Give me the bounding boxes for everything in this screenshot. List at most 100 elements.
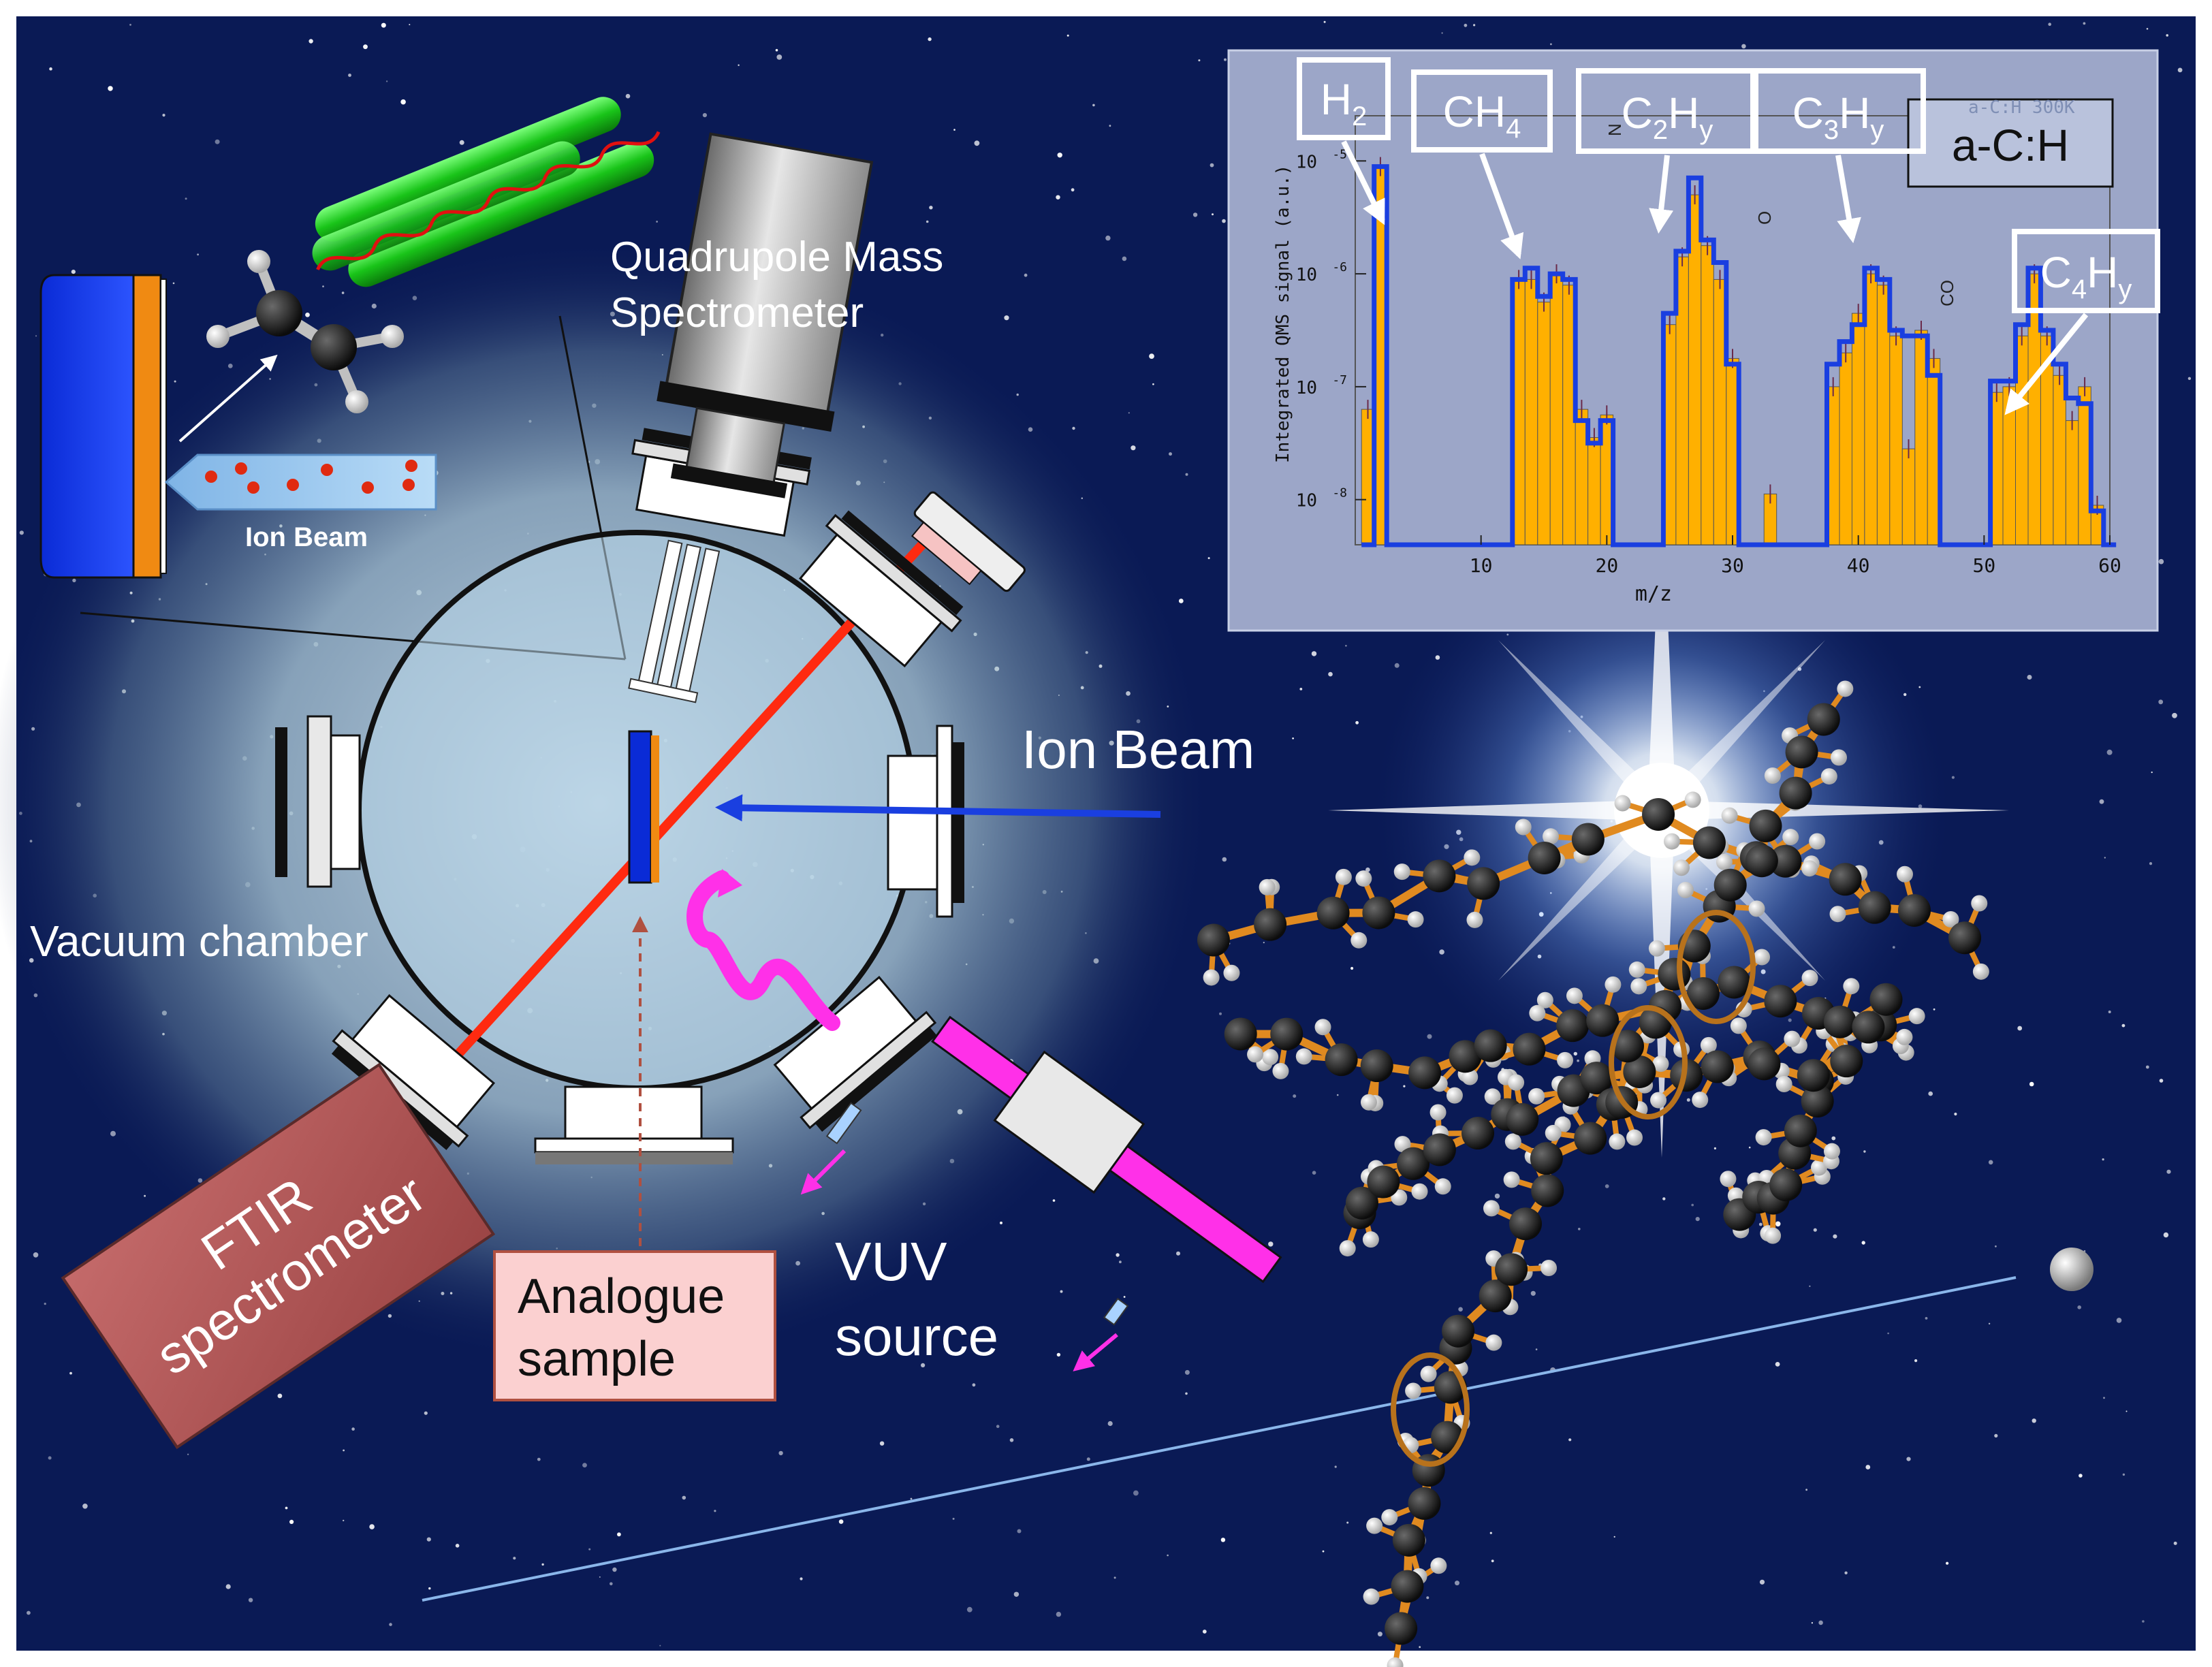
star [69,1371,72,1375]
star [2017,1026,2023,1031]
callout-arrow [1649,155,1674,234]
y-tick-label: 10 [1296,378,1317,398]
star [1530,1290,1536,1296]
hydrogen-atom [1363,1588,1380,1605]
star [1176,1251,1180,1256]
star [1210,163,1214,168]
star [926,220,929,223]
star [738,64,740,66]
mini-label-n2: N [1605,123,1625,136]
star [1052,1199,1056,1202]
hydrogen-atom [1650,1092,1667,1109]
carbon-atom [1556,1009,1590,1043]
sample-film [651,735,659,883]
star [1394,663,1400,668]
callout-arrow [1341,140,1385,225]
star [929,206,933,210]
star [1113,1576,1116,1579]
hydrogen-atom [1429,1104,1447,1121]
spectrum-bar [1537,302,1551,545]
hydrogen-atom [1754,949,1771,966]
star [2027,675,2032,680]
star [1491,1559,1494,1563]
carbon-atom [1531,1174,1564,1207]
star [1293,1094,1297,1098]
hydrogen-atom [1896,866,1913,883]
star [2158,558,2164,565]
star [455,1544,460,1548]
star [348,74,351,77]
hydrogen-atom [1775,1076,1792,1093]
carbon-atom [1797,1059,1830,1092]
carbon-atom [1408,1056,1442,1090]
carbon-atom [1574,1122,1607,1155]
callout-box [1297,57,1391,140]
hydrogen-atom [1485,1334,1502,1351]
star [1833,1234,1837,1239]
star [2142,1620,2145,1623]
star [1775,1362,1780,1367]
star [1017,1529,1022,1534]
star [424,1411,428,1415]
hydrogen-atom [1339,1240,1356,1257]
star [714,1510,716,1512]
star [974,140,980,146]
star [2158,699,2164,705]
hydrogen-atom [1692,1092,1709,1109]
star [2122,1473,2126,1476]
star [1133,1490,1139,1496]
star [952,1517,955,1520]
star [1009,1438,1014,1442]
hydrogen-atom [1605,976,1622,993]
hydrogen-atom [1628,961,1645,978]
star [1071,188,1075,192]
hydrogen-atom [1203,969,1220,986]
star [27,1610,31,1615]
star [1759,1579,1765,1585]
star [2103,1397,2105,1399]
star [1805,1489,1808,1491]
star [277,1393,283,1399]
hydrogen-atom [1381,1509,1398,1526]
carbon-atom [1408,1487,1441,1520]
star [459,140,464,145]
flange-left [275,715,361,888]
hydrogen-atom [1764,767,1781,784]
ethane-molecule [206,250,404,413]
star [285,1506,288,1510]
star [838,1519,844,1524]
hydrogen-atom [1355,870,1372,887]
callout-label: C2Hy [1622,89,1713,145]
hydrogen-atom [1823,1143,1840,1160]
hydrogen-atom [1837,680,1854,697]
star [1334,1465,1337,1468]
carbon-atom [1316,896,1350,930]
carbon-atom [1270,1017,1304,1051]
star [1426,1596,1429,1600]
star [1662,1197,1666,1201]
y-tick-exponent: -5 [1332,147,1347,161]
hydrogen-atom [1830,749,1847,766]
star [82,1504,88,1509]
star [385,80,388,82]
star [1131,445,1136,451]
carbon-atom [1692,826,1726,859]
callout-label: H2 [1321,75,1367,131]
legend-label: a-C:H [1952,120,2069,170]
star [2149,862,2153,866]
carbon-atom [1224,1017,1257,1051]
star [1323,20,1326,23]
star [1312,1171,1316,1175]
star [129,24,131,26]
star [1494,1193,1500,1199]
star [800,1577,803,1581]
hydrogen-atom [1720,1171,1737,1188]
star [966,1606,973,1613]
spectrum-bar [1839,352,1852,545]
star [2173,1541,2177,1545]
star [343,1519,345,1522]
carbon-atom [1586,1004,1620,1037]
carbon-atom [1784,1114,1817,1147]
star [1004,315,1009,321]
hydrogen-atom [1446,1087,1463,1104]
